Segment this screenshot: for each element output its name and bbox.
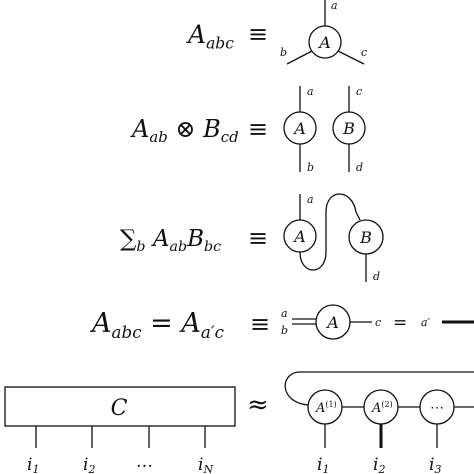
row2-lhs: Aab ⊗ Bcd (132, 115, 239, 146)
row2-a-sub: ab (149, 128, 168, 147)
row5-mps-periodic-bond (284, 371, 474, 406)
row5-mps-index-1: i1 (317, 455, 329, 474)
row5-index-dots: … (136, 452, 153, 472)
row4-r-base: A (181, 308, 201, 339)
row3-lhs: ∑b AabBbc (120, 226, 221, 255)
row4-relation: ≡ (250, 310, 271, 338)
row2-label-d: d (356, 161, 363, 174)
row5-index-N: iN (198, 455, 213, 474)
row3-tensor-b-label: B (359, 228, 372, 247)
row1-lhs-base: A (188, 20, 207, 49)
row2-relation: ≡ (248, 115, 269, 143)
row2-op: ⊗ (175, 115, 196, 143)
row1-leg-c (337, 50, 365, 65)
row4-label-b: b (281, 324, 288, 337)
row5-relation: ≈ (247, 390, 269, 420)
row4-l-base: A (92, 308, 112, 339)
row4-eq: = (150, 308, 173, 339)
row5-box-label: C (111, 396, 128, 421)
row2-b-sub: cd (220, 128, 239, 147)
row5-box-tensor (4, 386, 236, 427)
row2-b-base: B (203, 115, 221, 143)
row2-tensor-a-node (283, 111, 317, 145)
row3-a-base: A (152, 226, 170, 252)
row3-b-sub: bc (204, 238, 222, 255)
row3-contracted-bond (299, 193, 361, 271)
row4-right-leg-label: a′ (421, 316, 431, 329)
row5-index-1: i1 (27, 455, 39, 474)
row5-mps-node-3-label: ⋯ (430, 400, 444, 416)
row5-mps-node-2-label: A(2) (371, 400, 393, 416)
row5-mps-index-2: i2 (373, 455, 385, 474)
row2-label-c: c (356, 85, 362, 98)
row5-mps-node-1-label: A(1) (315, 400, 337, 416)
row2-tensor-b-label: B (342, 119, 355, 138)
row5-mps-index-3: i3 (429, 455, 441, 474)
row3-relation: ≡ (248, 224, 269, 252)
row2-tensor-a-label: A (292, 119, 306, 138)
row4-r-sub: a′c (200, 321, 225, 342)
row1-label-b: b (280, 46, 287, 59)
row3-label-d: d (373, 270, 380, 283)
row3-label-a: a (307, 193, 314, 206)
row3-a-sub: ab (169, 238, 188, 255)
row2-label-a: a (307, 85, 314, 98)
row1-relation: ≡ (248, 20, 269, 48)
row1-lhs-sub: abc (206, 34, 234, 53)
row2-a-base: A (132, 115, 150, 143)
row4-l-sub: abc (111, 321, 142, 342)
row4-lhs: Aabc = Aa′c (92, 308, 224, 342)
row1-leg-b (286, 50, 313, 65)
row3-sum: ∑ (120, 226, 137, 252)
row4-equals: = (393, 313, 407, 333)
row1-tensor-node (308, 25, 342, 59)
row1-label-a: a (331, 0, 338, 12)
row4-label-c: c (375, 316, 381, 329)
row4-label-a: a (281, 307, 288, 320)
row2-tensor-b-node (332, 111, 366, 145)
row5-index-2: i2 (83, 455, 95, 474)
row3-b-base: B (187, 226, 205, 252)
row3-sum-sub: b (136, 238, 146, 255)
row1-lhs: Aabc (188, 20, 234, 52)
row1-tensor-label: A (317, 33, 331, 52)
row2-label-b: b (307, 161, 314, 174)
row4-tensor-label: A (325, 313, 339, 332)
row1-label-c: c (361, 46, 367, 59)
row3-tensor-a-label: A (292, 227, 306, 246)
